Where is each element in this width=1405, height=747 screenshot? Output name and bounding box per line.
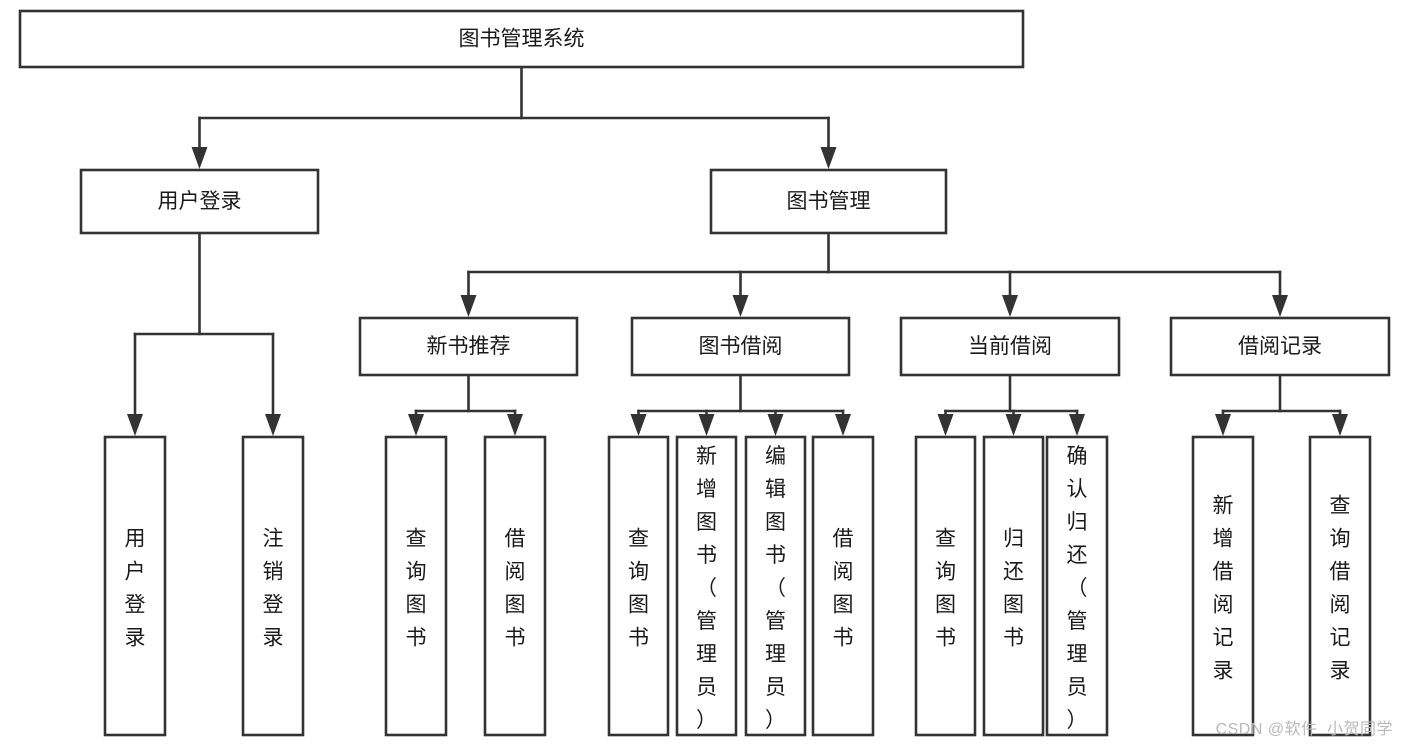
node-box-leaf-query-record xyxy=(1308,435,1372,737)
node-leaf-query-book-2[interactable]: 查询图书 xyxy=(607,435,670,737)
arrow-head-icon-leaf-query-record xyxy=(1332,414,1348,436)
arrow-head-icon-leaf-edit-book xyxy=(767,414,784,436)
node-label-leaf-edit-book: 编辑图书（管理员） xyxy=(765,445,786,732)
node-leaf-borrow-book-1[interactable]: 借阅图书 xyxy=(483,435,547,737)
node-box-user-login xyxy=(79,168,320,235)
node-book-manage[interactable]: 图书管理 xyxy=(709,168,948,235)
arrow-head-icon-leaf-add-record xyxy=(1215,414,1231,436)
node-user-login[interactable]: 用户登录 xyxy=(79,168,320,235)
node-leaf-confirm-return[interactable]: 确认归还（管理员） xyxy=(1045,435,1109,737)
arrow-head-icon-book-manage xyxy=(820,147,837,169)
node-leaf-query-record[interactable]: 查询借阅记录 xyxy=(1308,435,1372,737)
arrow-head-icon-current-borrow xyxy=(1002,295,1018,317)
node-box-leaf-query-book-3 xyxy=(914,435,977,737)
node-leaf-return-book[interactable]: 归还图书 xyxy=(982,435,1045,737)
node-root[interactable]: 图书管理系统 xyxy=(18,9,1025,69)
node-label-leaf-confirm-return: 确认归还（管理员） xyxy=(1067,445,1088,732)
arrow-head-icon-leaf-query-book-1 xyxy=(408,414,424,436)
node-label-leaf-add-book: 新增图书（管理员） xyxy=(696,445,717,732)
node-label-root: 图书管理系统 xyxy=(459,28,585,51)
node-borrow-record[interactable]: 借阅记录 xyxy=(1169,316,1391,377)
node-label-leaf-return-book: 归还图书 xyxy=(1003,528,1024,650)
node-label-leaf-user-logout: 注销登录 xyxy=(263,528,284,650)
node-label-user-login: 用户登录 xyxy=(158,190,242,213)
node-book-borrow[interactable]: 图书借阅 xyxy=(630,316,851,377)
node-box-leaf-user-login xyxy=(103,435,167,737)
node-leaf-add-record[interactable]: 新增借阅记录 xyxy=(1191,435,1255,737)
arrow-head-icon-leaf-add-book xyxy=(698,414,715,436)
node-label-borrow-record: 借阅记录 xyxy=(1238,335,1322,358)
node-label-new-book-recommend: 新书推荐 xyxy=(427,335,511,358)
node-label-current-borrow: 当前借阅 xyxy=(968,335,1052,358)
node-box-root xyxy=(18,9,1025,69)
arrow-head-icon-leaf-query-book-2 xyxy=(630,414,647,436)
node-box-leaf-edit-book xyxy=(744,435,807,737)
node-leaf-query-book-3[interactable]: 查询图书 xyxy=(914,435,977,737)
node-leaf-borrow-book-2[interactable]: 借阅图书 xyxy=(811,435,875,737)
node-leaf-user-login[interactable]: 用户登录 xyxy=(103,435,167,737)
arrow-head-icon-leaf-user-logout xyxy=(265,414,281,436)
node-box-current-borrow xyxy=(899,316,1121,377)
arrow-head-icon-user-login xyxy=(191,147,208,169)
node-label-leaf-query-book-2: 查询图书 xyxy=(628,528,649,650)
node-box-leaf-add-book xyxy=(675,435,738,737)
node-leaf-add-book[interactable]: 新增图书（管理员） xyxy=(675,435,738,737)
node-box-book-manage xyxy=(709,168,948,235)
node-new-book-recommend[interactable]: 新书推荐 xyxy=(358,316,579,377)
arrow-head-icon-borrow-record xyxy=(1272,295,1288,317)
node-label-leaf-query-book-3: 查询图书 xyxy=(935,528,956,650)
arrow-head-icon-new-book-recommend xyxy=(460,295,477,317)
arrow-head-icon-leaf-user-login xyxy=(127,414,143,436)
node-box-leaf-query-book-1 xyxy=(384,435,448,737)
node-label-leaf-add-record: 新增借阅记录 xyxy=(1213,495,1234,683)
node-label-leaf-borrow-book-2: 借阅图书 xyxy=(833,528,854,650)
node-label-leaf-query-book-1: 查询图书 xyxy=(406,528,427,650)
node-box-leaf-query-book-2 xyxy=(607,435,670,737)
node-box-leaf-add-record xyxy=(1191,435,1255,737)
node-label-book-borrow: 图书借阅 xyxy=(699,335,783,358)
node-box-book-borrow xyxy=(630,316,851,377)
node-box-leaf-confirm-return xyxy=(1045,435,1109,737)
arrow-head-icon-leaf-borrow-book-2 xyxy=(835,414,851,436)
node-box-leaf-borrow-book-2 xyxy=(811,435,875,737)
node-current-borrow[interactable]: 当前借阅 xyxy=(899,316,1121,377)
node-label-leaf-borrow-book-1: 借阅图书 xyxy=(505,528,526,650)
arrow-head-icon-leaf-borrow-book-1 xyxy=(507,414,523,436)
node-leaf-edit-book[interactable]: 编辑图书（管理员） xyxy=(744,435,807,737)
arrow-head-icon-leaf-query-book-3 xyxy=(937,414,954,436)
arrow-head-icon-leaf-return-book xyxy=(1005,414,1022,436)
arrow-head-icon-leaf-confirm-return xyxy=(1069,414,1085,436)
node-box-borrow-record xyxy=(1169,316,1391,377)
node-leaf-query-book-1[interactable]: 查询图书 xyxy=(384,435,448,737)
node-boxes: 图书管理系统用户登录图书管理新书推荐图书借阅当前借阅借阅记录用户登录注销登录查询… xyxy=(18,9,1391,737)
node-box-leaf-user-logout xyxy=(241,435,305,737)
node-box-new-book-recommend xyxy=(358,316,579,377)
node-label-leaf-query-record: 查询借阅记录 xyxy=(1330,495,1351,683)
node-leaf-user-logout[interactable]: 注销登录 xyxy=(241,435,305,737)
node-label-book-manage: 图书管理 xyxy=(787,190,871,213)
node-label-leaf-user-login: 用户登录 xyxy=(125,528,146,650)
csdn-watermark: CSDN @软件_小贺同学 xyxy=(1215,721,1393,738)
node-box-leaf-borrow-book-1 xyxy=(483,435,547,737)
arrow-head-icon-book-borrow xyxy=(732,295,749,317)
node-box-leaf-return-book xyxy=(982,435,1045,737)
connector-lines xyxy=(127,65,1348,436)
